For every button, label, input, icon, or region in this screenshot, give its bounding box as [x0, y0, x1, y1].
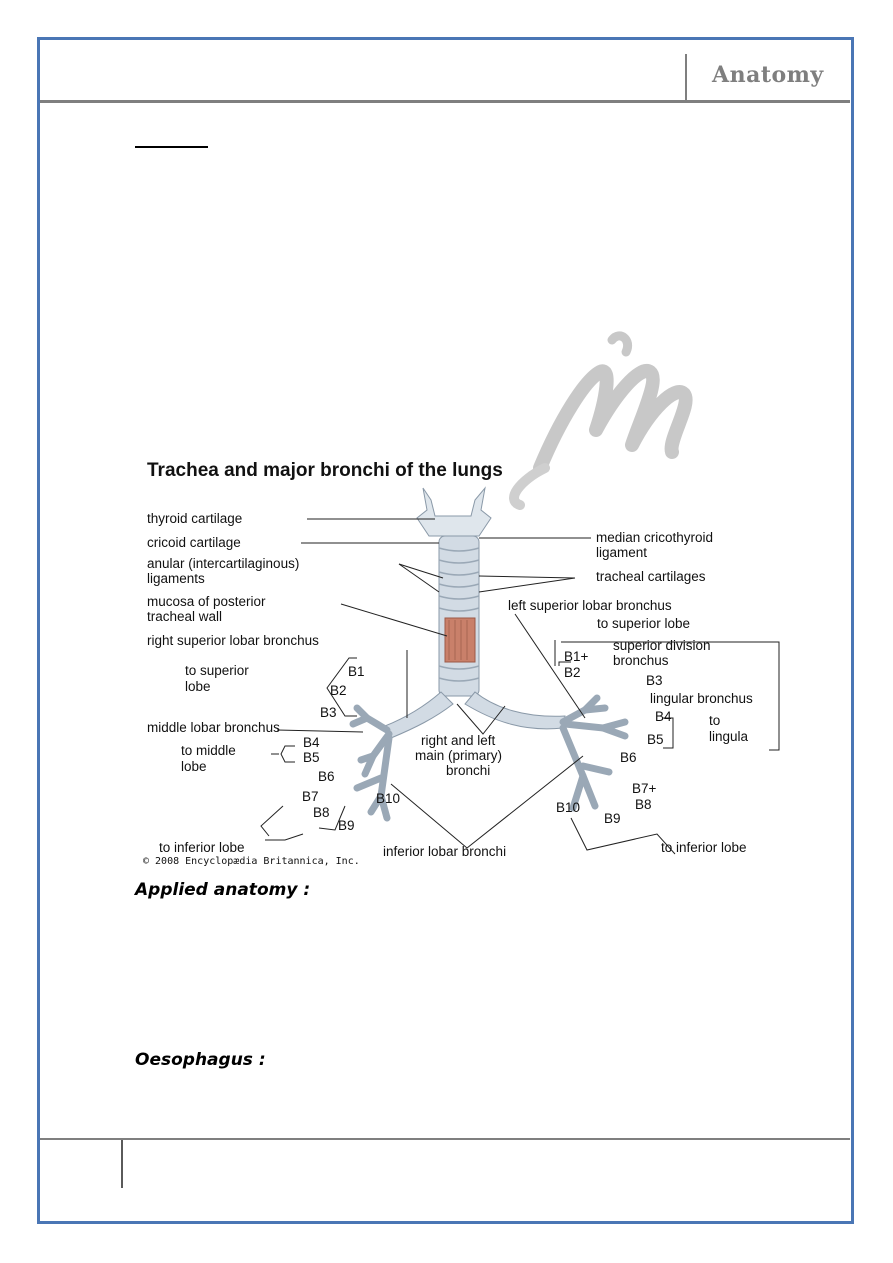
- label-b10-left: B10: [556, 800, 581, 815]
- label-to-middle-1: to middle: [181, 743, 236, 758]
- label-median-cricothyroid-1: median cricothyroid: [596, 530, 714, 545]
- label-superior-division-1: superior division: [613, 638, 711, 653]
- label-b9-right: B9: [338, 818, 355, 833]
- label-left-superior-lobar: left superior lobar bronchus: [508, 598, 672, 613]
- applied-anatomy-heading: Applied anatomy :: [135, 880, 311, 900]
- label-b7-plus-left: B7+: [632, 781, 657, 796]
- label-right-superior-lobar: right superior lobar bronchus: [147, 633, 319, 648]
- label-b8-left: B8: [635, 797, 652, 812]
- label-anular-1: anular (intercartilaginous): [147, 556, 300, 571]
- label-to-inferior-right: to inferior lobe: [159, 840, 245, 855]
- label-mucosa-2: tracheal wall: [147, 609, 223, 624]
- label-b2-left: B2: [564, 665, 581, 680]
- header-separator: [685, 54, 687, 100]
- label-anular-2: ligaments: [147, 571, 205, 586]
- label-b1-right: B1: [348, 664, 365, 679]
- label-inferior-lobar: inferior lobar bronchi: [383, 844, 507, 859]
- label-lingular-bronchus: lingular bronchus: [650, 691, 753, 706]
- trachea-illustration: [260, 486, 780, 855]
- label-b4-left: B4: [655, 709, 672, 724]
- label-to-superior-lobe-left: to superior lobe: [597, 616, 691, 631]
- heading-underline: [135, 146, 208, 148]
- label-to-superior-r1: to superior: [185, 663, 249, 678]
- figure-copyright: © 2008 Encyclopædia Britannica, Inc.: [143, 856, 360, 867]
- label-b3-left: B3: [646, 673, 663, 688]
- trachea-figure: Trachea and major bronchi of the lungs t…: [135, 456, 825, 876]
- label-b4-right: B4: [303, 735, 320, 750]
- label-b10-right: B10: [376, 791, 401, 806]
- label-b9-left: B9: [604, 811, 621, 826]
- label-main-bronchi-2: main (primary): [415, 748, 503, 763]
- label-b5-left: B5: [647, 732, 664, 747]
- label-to-lingula-1: to: [709, 713, 721, 728]
- label-b5-right: B5: [303, 750, 320, 765]
- label-b1-plus: B1+: [564, 649, 589, 664]
- label-main-bronchi-1: right and left: [421, 733, 496, 748]
- label-tracheal-cartilages: tracheal cartilages: [596, 569, 706, 584]
- label-median-cricothyroid-2: ligament: [596, 545, 648, 560]
- label-to-lingula-2: lingula: [709, 729, 749, 744]
- label-b6-right: B6: [318, 769, 335, 784]
- label-b8-right: B8: [313, 805, 330, 820]
- label-to-middle-2: lobe: [181, 759, 207, 774]
- header-rule: [40, 100, 850, 103]
- footer-separator: [121, 1140, 123, 1188]
- label-b7-right: B7: [302, 789, 319, 804]
- figure-title: Trachea and major bronchi of the lungs: [147, 460, 503, 481]
- label-mucosa-1: mucosa of posterior: [147, 594, 266, 609]
- label-middle-lobar: middle lobar bronchus: [147, 720, 280, 735]
- label-main-bronchi-3: bronchi: [446, 763, 491, 778]
- label-thyroid-cartilage: thyroid cartilage: [147, 511, 243, 526]
- header-title: Anatomy: [712, 62, 824, 88]
- label-b6-left: B6: [620, 750, 637, 765]
- label-b2-right: B2: [330, 683, 347, 698]
- label-to-superior-r2: lobe: [185, 679, 211, 694]
- label-superior-division-2: bronchus: [613, 653, 669, 668]
- oesophagus-heading: Oesophagus :: [135, 1050, 266, 1070]
- label-to-inferior-left: to inferior lobe: [661, 840, 747, 855]
- label-cricoid-cartilage: cricoid cartilage: [147, 535, 241, 550]
- page-border: [37, 37, 854, 1224]
- label-b3-right: B3: [320, 705, 337, 720]
- footer-rule: [40, 1138, 850, 1140]
